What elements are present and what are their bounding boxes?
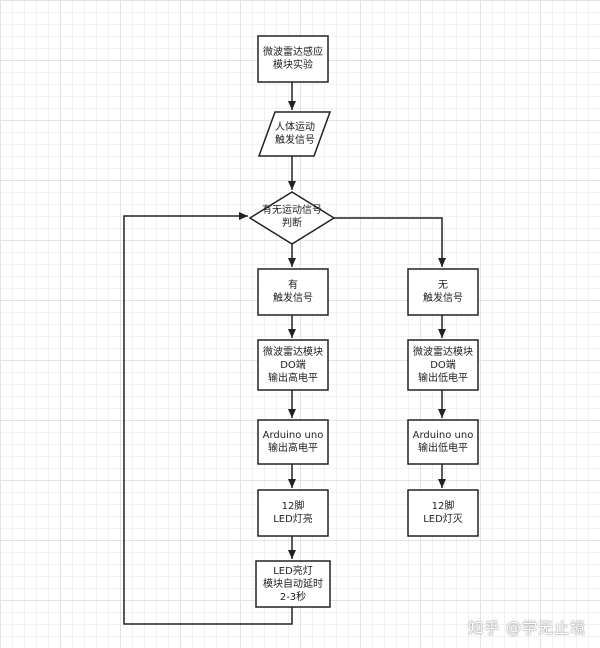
no-signal-text: 无 触发信号 — [423, 280, 463, 304]
no-module-output-node — [407, 339, 479, 391]
yes-delay-text: LED亮灯 模块自动延时 2-3秒 — [263, 565, 323, 603]
no-led-node — [407, 489, 479, 537]
no-module-output-text: 微波雷达模块 DO端 输出低电平 — [413, 346, 473, 384]
yes-signal-node — [257, 268, 329, 316]
arrow-loop-back-to-decision — [123, 212, 293, 625]
no-signal-node — [407, 268, 479, 316]
yes-module-output-node — [257, 339, 329, 391]
yes-led-text: 12脚 LED灯亮 — [273, 501, 313, 525]
no-arduino-text: Arduino uno 输出低电平 — [412, 430, 474, 454]
yes-arduino-text: Arduino uno 输出高电平 — [262, 430, 324, 454]
start-node-text: 微波雷达感应 模块实验 — [263, 47, 323, 71]
yes-arduino-node — [257, 419, 329, 465]
no-arduino-node — [407, 419, 479, 465]
start-node — [257, 35, 329, 83]
yes-led-node — [257, 489, 329, 537]
arrow-decision-to-no — [334, 217, 446, 267]
no-led-text: 12脚 LED灯灭 — [423, 501, 463, 525]
yes-signal-text: 有 触发信号 — [273, 280, 313, 304]
yes-module-output-text: 微波雷达模块 DO端 输出高电平 — [263, 346, 323, 384]
watermark: 知乎 @学无止境 — [468, 617, 586, 638]
decision-node-text: 有无运动信号 判断 — [262, 205, 322, 229]
watermark-text: 知乎 @学无止境 — [468, 619, 586, 637]
yes-delay-node — [255, 560, 331, 608]
input-node-text: 人体运动 触发信号 — [275, 122, 315, 146]
input-node — [257, 111, 332, 157]
